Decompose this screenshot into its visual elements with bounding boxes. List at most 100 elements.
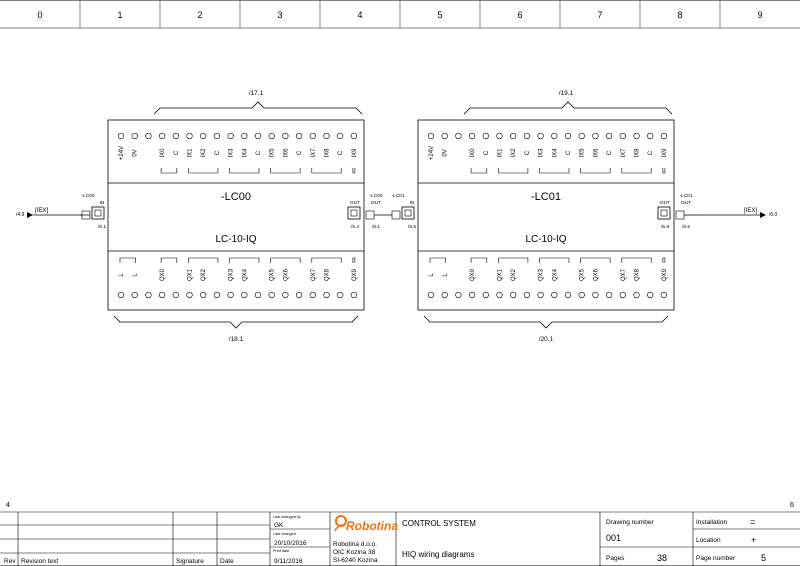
- drawing-number-value: 001: [606, 533, 621, 543]
- top-pin-label: IX9: [662, 148, 668, 158]
- bottom-pin-label: QX0: [470, 268, 476, 281]
- bottom-terminal: [213, 291, 220, 299]
- pin-group-brace: [423, 315, 669, 329]
- top-pin-label: IX2: [201, 148, 207, 158]
- top-pin-label: C: [256, 150, 262, 155]
- out-plug-icon: [365, 210, 375, 220]
- bottom-pin-label: QX1: [188, 268, 194, 281]
- top-terminal: [350, 132, 358, 140]
- top-terminal: [592, 132, 599, 140]
- bottom-terminal: [455, 291, 462, 299]
- top-pin-label: IX3: [539, 148, 545, 158]
- location-value: +: [751, 535, 756, 545]
- bottom-terminal: [227, 291, 234, 299]
- title-block: Rev Revision text Signature Date Last ch…: [0, 511, 800, 566]
- sheet-mark-right: 6: [790, 502, 794, 509]
- installation-label: Installation: [696, 519, 727, 526]
- bottom-terminal: [323, 291, 330, 299]
- top-pin-label: 0V: [133, 149, 139, 156]
- top-terminal: [619, 132, 626, 140]
- in-port-ref: /5.1: [98, 224, 106, 230]
- top-pin-label: C: [648, 150, 654, 155]
- bottom-terminal: [496, 291, 503, 299]
- bottom-terminal: [469, 291, 476, 299]
- bottom-pin-label: QX4: [242, 268, 248, 281]
- date-label: Date: [220, 558, 234, 565]
- installation-value: =: [750, 517, 755, 527]
- module-name: -LC00: [221, 191, 251, 203]
- in-port-ref: /5.5: [408, 224, 416, 230]
- column-number: 5: [437, 10, 442, 20]
- top-terminal: [510, 132, 517, 140]
- column-number: 4: [357, 10, 362, 20]
- last-changed-label: Last changed: [273, 532, 296, 536]
- top-terminal: [647, 132, 654, 140]
- top-pin-label: IX8: [325, 148, 331, 158]
- top-pin-label: IX1: [498, 148, 504, 158]
- top-terminal: [213, 132, 220, 140]
- top-pin-label: IX3: [229, 148, 235, 158]
- bottom-pin-label: QX5: [270, 268, 276, 281]
- top-pin-label: +24V: [429, 146, 435, 160]
- top-terminal: [564, 132, 572, 140]
- pages-value: 38: [657, 553, 667, 563]
- top-terminal: [605, 132, 613, 140]
- top-pin-label: IX9: [352, 148, 358, 158]
- top-terminal: [117, 132, 125, 140]
- bottom-pin-label: QX6: [593, 268, 599, 281]
- bottom-terminal: [537, 291, 544, 299]
- column-number: 8: [677, 10, 682, 20]
- column-number: 3: [277, 10, 282, 20]
- top-pin-label: IX5: [580, 148, 586, 158]
- top-terminal: [337, 132, 344, 140]
- in-port-tag: -LC00: [81, 193, 94, 199]
- top-terminal: [282, 132, 289, 140]
- bottom-terminal: [564, 291, 572, 299]
- top-terminal: [172, 132, 179, 140]
- bottom-pin-label: QX7: [311, 268, 317, 281]
- column-number: 7: [597, 10, 602, 20]
- top-cross-ref: /19.1: [559, 90, 574, 97]
- rev-label: Rev: [4, 558, 16, 565]
- top-pin-label: IX6: [283, 148, 289, 158]
- bottom-terminal: [309, 291, 316, 299]
- robotina-logo: Robotina: [334, 515, 398, 533]
- signal-out-name: [IEX]: [744, 208, 757, 214]
- rj45-port-icon: [347, 206, 361, 220]
- pin-group-brace: [153, 101, 363, 115]
- last-changed-by-value: GK: [274, 522, 284, 529]
- page-number-value: 5: [761, 553, 766, 563]
- top-terminal: [633, 132, 640, 140]
- out-port-ref: /5.1: [372, 224, 380, 230]
- bottom-pin-label: L: [429, 273, 435, 277]
- bottom-terminal: [633, 291, 640, 299]
- top-terminal: [268, 132, 275, 140]
- top-pin-label: IX8: [635, 148, 641, 158]
- top-terminal: [441, 132, 448, 140]
- column-number: 9: [757, 10, 762, 20]
- top-pin-label: IX0: [470, 148, 476, 158]
- in-port-label: IN: [100, 200, 105, 206]
- signal-output: [IEX] /6.0: [700, 208, 778, 218]
- bottom-terminal: [159, 291, 166, 299]
- in-port-tag: -LC01: [391, 193, 404, 199]
- rev-text-label: Revision text: [21, 558, 58, 565]
- top-terminal: [496, 132, 503, 140]
- logo-text: Robotina: [346, 519, 398, 533]
- column-number: 2: [197, 10, 202, 20]
- signal-in-arrow: [27, 212, 33, 218]
- bottom-terminal: [523, 291, 531, 299]
- top-terminal: [537, 132, 544, 140]
- out-port-label: OUT: [350, 200, 360, 206]
- print-date-label: Print date: [273, 549, 289, 553]
- drawing-title: CONTROL SYSTEM: [402, 519, 476, 528]
- bottom-terminal: [296, 291, 303, 299]
- pin-group-brace: [113, 315, 359, 329]
- bottom-terminal: [647, 291, 654, 299]
- rj45-port-icon: [401, 206, 415, 220]
- top-pin-label: C: [484, 150, 490, 155]
- bottom-cross-ref: /18.1: [229, 336, 244, 343]
- top-terminal: [186, 132, 193, 140]
- top-terminal: [578, 132, 585, 140]
